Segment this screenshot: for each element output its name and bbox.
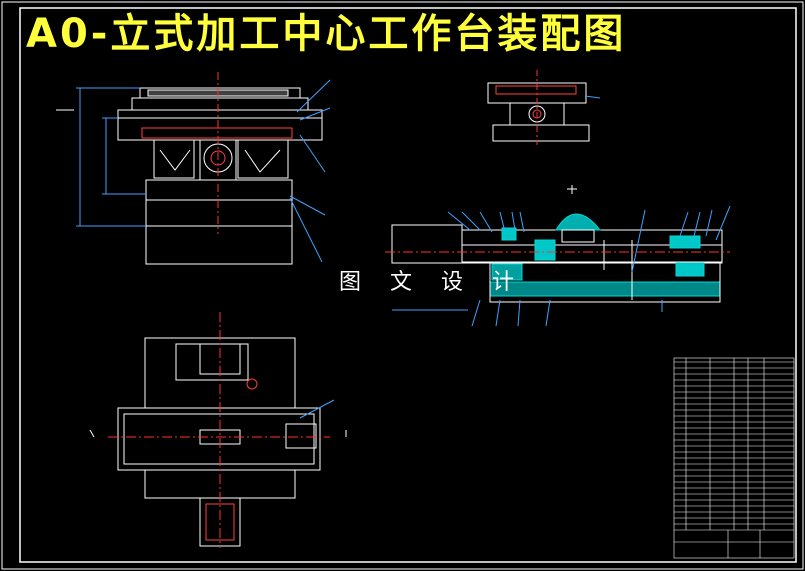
front-view — [56, 72, 331, 265]
inner-frame — [19, 7, 797, 563]
parts-list-table — [673, 357, 795, 559]
watermark-text: 图 文 设 计 — [339, 270, 525, 295]
section-view — [385, 185, 731, 327]
top-view — [89, 312, 347, 548]
drawing-title: A0-立式加工中心工作台装配图 — [26, 11, 627, 57]
side-view-small — [487, 70, 601, 145]
